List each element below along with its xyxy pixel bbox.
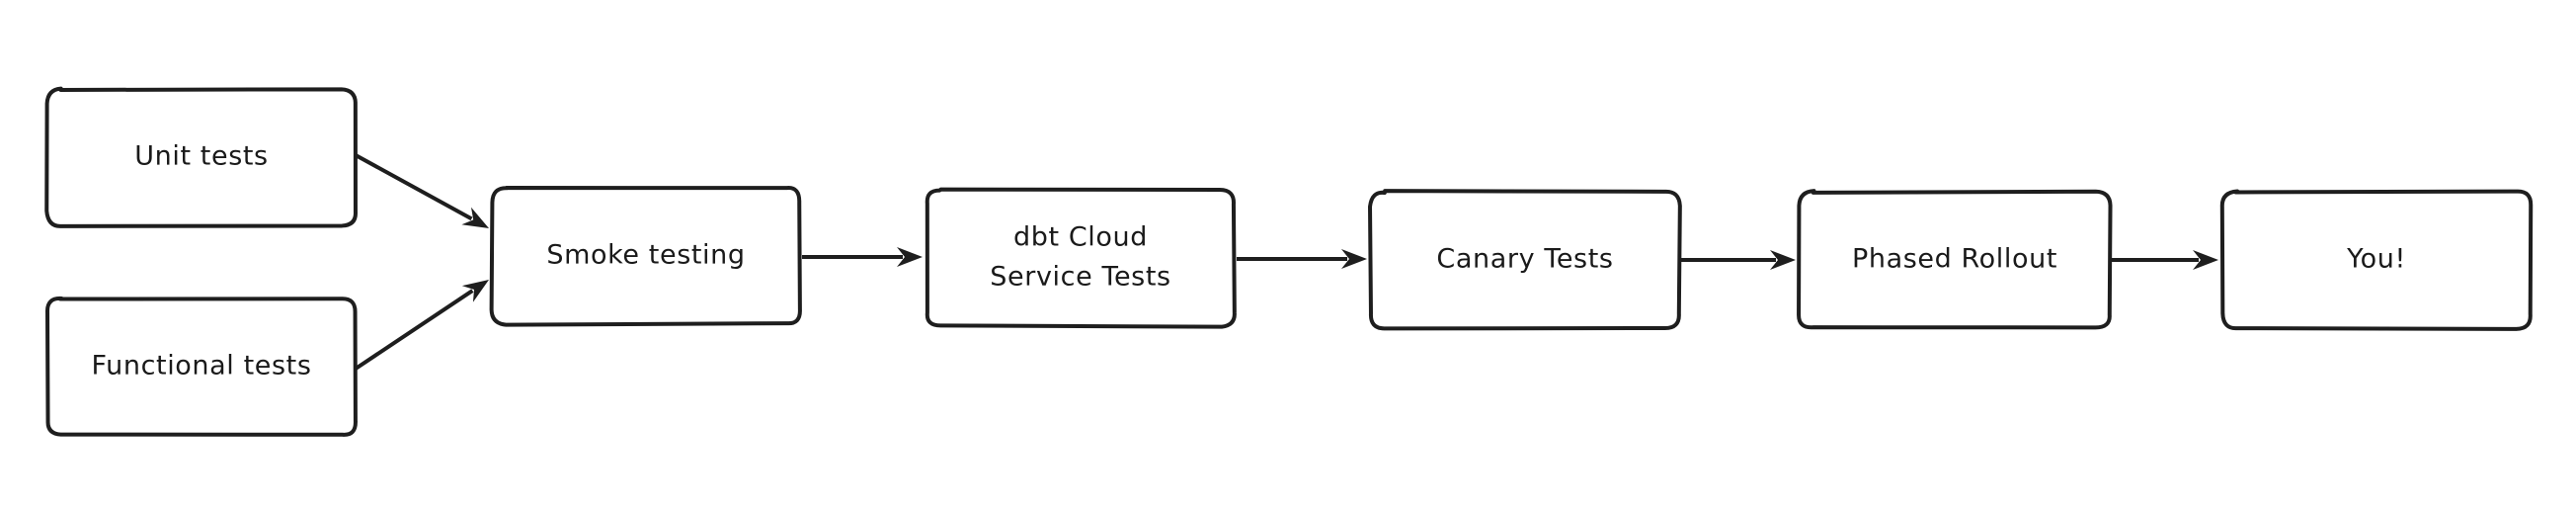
node-label: Smoke testing: [546, 240, 745, 271]
edges-layer: [354, 153, 2218, 371]
edge-smoke-to-dbt: [802, 247, 923, 267]
node-label: Canary Tests: [1436, 244, 1613, 275]
edge-unit-to-smoke: [355, 153, 489, 228]
node-phased-rollout[interactable]: Phased Rollout: [1797, 189, 2113, 330]
arrowhead-icon: [461, 207, 489, 228]
node-box[interactable]: [489, 186, 802, 327]
node-box[interactable]: [45, 296, 358, 437]
arrowhead-icon: [897, 247, 923, 267]
edge-dbt-to-canary: [1237, 249, 1367, 269]
node-box[interactable]: [44, 86, 358, 228]
edge-line: [354, 289, 474, 371]
node-smoke-testing[interactable]: Smoke testing: [489, 186, 802, 327]
node-box[interactable]: [2219, 189, 2534, 331]
node-label: Phased Rollout: [1852, 244, 2057, 275]
arrowhead-icon: [2193, 250, 2218, 270]
node-unit-tests[interactable]: Unit tests: [44, 86, 358, 228]
node-label: dbt Cloud: [1013, 222, 1148, 253]
node-canary-tests[interactable]: Canary Tests: [1368, 189, 1682, 331]
arrowhead-icon: [1341, 249, 1367, 269]
node-box[interactable]: [1797, 189, 2113, 330]
edge-functional-to-smoke: [354, 280, 489, 371]
node-label: You!: [2346, 244, 2406, 275]
node-label: Functional tests: [92, 351, 312, 382]
node-box[interactable]: [1368, 189, 1682, 331]
node-functional-tests[interactable]: Functional tests: [45, 296, 358, 437]
node-label: Service Tests: [990, 262, 1170, 293]
node-label: Unit tests: [134, 141, 268, 172]
edge-phased-to-you: [2112, 250, 2218, 270]
arrowhead-icon: [461, 280, 489, 302]
node-box[interactable]: [925, 187, 1237, 329]
node-you[interactable]: You!: [2219, 189, 2534, 331]
edge-line: [355, 153, 473, 221]
arrowhead-icon: [1770, 250, 1796, 270]
edge-canary-to-phased: [1681, 250, 1796, 270]
